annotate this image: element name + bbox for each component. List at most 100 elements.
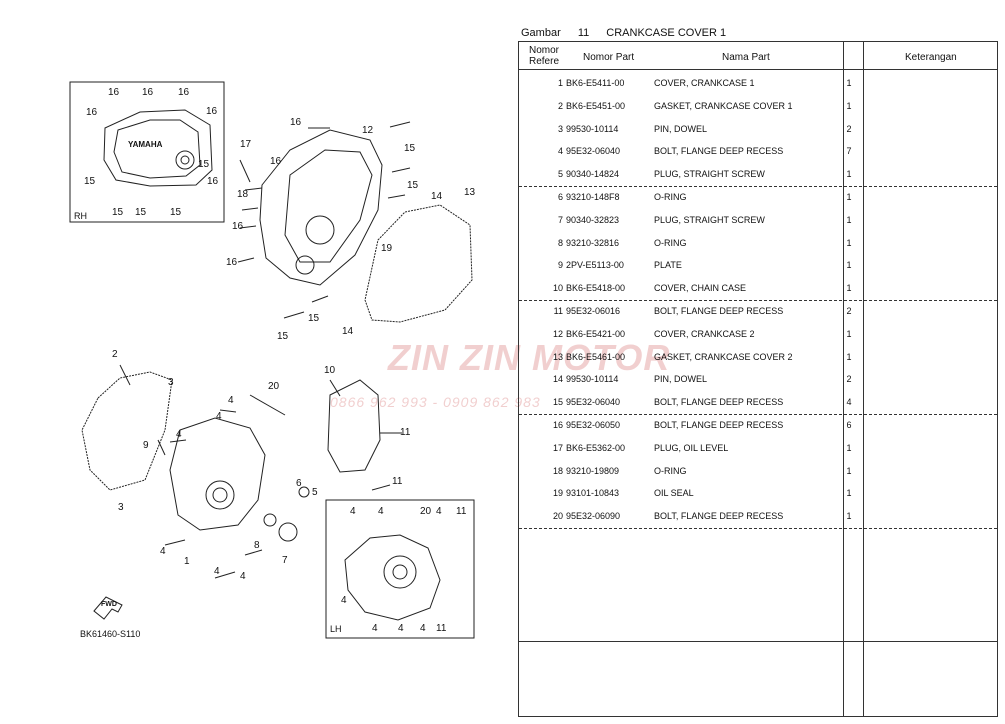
figure-header: Gambar 11 CRANKCASE COVER 1	[521, 27, 740, 39]
ref-number: 6	[557, 192, 563, 202]
ref-number: 16	[552, 420, 563, 430]
callout: 4	[350, 506, 356, 517]
lh-label: LH	[330, 624, 342, 634]
part-name: PIN, DOWEL	[654, 123, 708, 134]
callout: 14	[431, 191, 443, 202]
quantity: 1	[846, 465, 852, 476]
figure-number: 11	[577, 27, 590, 39]
part-name: BOLT, FLANGE DEEP RECESS	[654, 420, 784, 430]
ref-number: 19	[552, 488, 563, 499]
callout: 20	[420, 506, 432, 517]
quantity: 6	[846, 420, 852, 430]
part-number: 95E32-06040	[566, 397, 621, 408]
part-name: COVER, CHAIN CASE	[654, 283, 747, 294]
quantity: 1	[846, 442, 852, 453]
callout: 4	[160, 546, 166, 557]
callout: 17	[240, 139, 252, 150]
part-name: PLUG, STRAIGHT SCREW	[654, 169, 765, 180]
callout: 15	[84, 176, 96, 187]
callout: 15	[170, 207, 182, 218]
quantity: 1	[846, 78, 852, 88]
part-number: 93210-19809	[566, 465, 620, 476]
part-number: 99530-10114	[566, 123, 619, 134]
quantity: 1	[846, 192, 852, 202]
part-number: 90340-32823	[566, 214, 620, 225]
part-name: GASKET, CRANKCASE COVER 2	[654, 351, 793, 362]
callout: 4	[436, 506, 442, 517]
fwd-label: FWD	[101, 601, 117, 608]
ref-number: 13	[552, 351, 563, 362]
callout: 16	[178, 87, 190, 98]
callout: 10	[324, 365, 336, 376]
ref-number: 4	[557, 146, 563, 157]
ref-number: 20	[552, 511, 563, 522]
parts-table: Nomor Refere Nomor Part Nama Part Ketera…	[518, 41, 998, 717]
part-name: BOLT, FLANGE DEEP RECESS	[654, 397, 784, 408]
callout: 4	[341, 595, 347, 606]
col-remark: Keterangan	[905, 52, 957, 63]
callout: 4	[176, 429, 182, 440]
part-name: COVER, CRANKCASE 2	[654, 328, 755, 339]
ref-number: 1	[557, 78, 563, 88]
part-number: BK6-E5421-00	[566, 328, 626, 339]
watermark-phone: 0866 962 993 - 0909 862 983	[330, 394, 541, 410]
callout: 4	[420, 623, 426, 634]
callout: 7	[282, 555, 288, 566]
part-name: PLUG, STRAIGHT SCREW	[654, 214, 765, 225]
part-number: 90340-14824	[566, 169, 620, 180]
ref-number: 9	[557, 260, 563, 271]
callout: 14	[342, 326, 354, 337]
quantity: 2	[846, 374, 852, 385]
callout: 11	[436, 623, 447, 634]
callout: 11	[392, 476, 403, 487]
ref-number: 10	[552, 283, 563, 294]
quantity: 1	[846, 488, 852, 499]
callout: 9	[143, 440, 149, 451]
quantity: 7	[846, 146, 852, 157]
brand-mark: YAMAHA	[128, 140, 163, 149]
callout: 3	[118, 502, 124, 513]
part-number: 99530-10114	[566, 374, 619, 385]
part-name: O-RING	[654, 237, 687, 248]
part-number: BK6-E5362-00	[566, 442, 626, 453]
ref-number: 8	[557, 237, 563, 248]
figure-title: CRANKCASE COVER 1	[606, 27, 727, 39]
callout: 3	[168, 377, 174, 388]
callout: 16	[142, 87, 154, 98]
part-number: 93210-32816	[566, 237, 620, 248]
callout: 4	[216, 411, 222, 422]
callout: 16	[270, 156, 282, 167]
rh-label: RH	[74, 211, 87, 221]
callout: 15	[308, 313, 320, 324]
ref-number: 15	[552, 397, 563, 408]
part-name: O-RING	[654, 465, 687, 476]
callout: 15	[407, 180, 419, 191]
callout: 16	[108, 87, 120, 98]
callout: 4	[372, 623, 378, 634]
figure-label: Gambar	[521, 27, 561, 39]
callout: 16	[290, 117, 302, 128]
callout: 15	[112, 207, 124, 218]
callout: 15	[404, 143, 416, 154]
ref-number: 2	[557, 100, 563, 111]
part-number: 93101-10843	[566, 488, 620, 499]
part-name: GASKET, CRANKCASE COVER 1	[654, 100, 793, 111]
callout: 4	[398, 623, 404, 634]
part-number: BK6-E5411-00	[566, 78, 625, 88]
callout: 12	[362, 125, 374, 136]
quantity: 2	[846, 306, 852, 316]
part-name: BOLT, FLANGE DEEP RECESS	[654, 306, 784, 316]
